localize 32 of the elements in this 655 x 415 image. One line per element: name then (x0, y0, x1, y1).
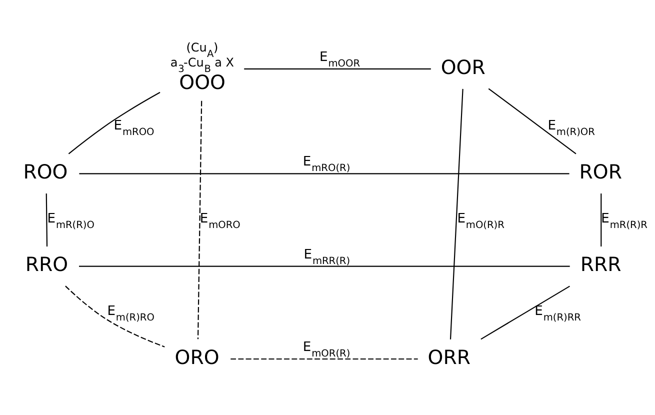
connector (244, 68, 430, 70)
edge-label: E$_{mR(R)O}$ (46, 210, 94, 230)
edge-label: E$_{mO(R)R}$ (456, 210, 504, 230)
connector (196, 100, 202, 339)
edge-label: E$_{m(R)RO}$ (106, 303, 154, 323)
edge-label: E$_{mORO}$ (199, 210, 240, 230)
edge-label: E$_{mRO(R)}$ (302, 154, 350, 174)
connector (64, 285, 164, 347)
connector (78, 172, 569, 174)
node-text: OOR (440, 55, 485, 78)
connector (480, 285, 570, 340)
node-text: RRO (24, 252, 68, 276)
node-text: ROO (22, 160, 68, 183)
node-text: OOO (178, 70, 225, 94)
edge-label: E$_{mOOR}$ (319, 49, 360, 69)
connector (600, 193, 602, 246)
connector (449, 88, 463, 339)
node-text: ORR (427, 345, 470, 368)
edge-label: E$_{m(R)OR}$ (547, 118, 594, 138)
node-text: RRR (580, 252, 621, 276)
edge-label: E$_{mROO}$ (113, 118, 154, 138)
node-text: ROR (578, 160, 622, 183)
connector (45, 193, 48, 246)
edge-label: E$_{m(R)RR}$ (534, 303, 580, 323)
edge-label: E$_{mRR(R)}$ (303, 246, 350, 266)
connector (488, 88, 576, 154)
connector (78, 265, 570, 266)
connector (68, 91, 160, 154)
edge-label: E$_{mR(R)R}$ (600, 210, 647, 230)
edge-label: E$_{mOR(R)}$ (302, 339, 350, 359)
connector (230, 358, 418, 360)
node-text: ORO (174, 345, 219, 368)
